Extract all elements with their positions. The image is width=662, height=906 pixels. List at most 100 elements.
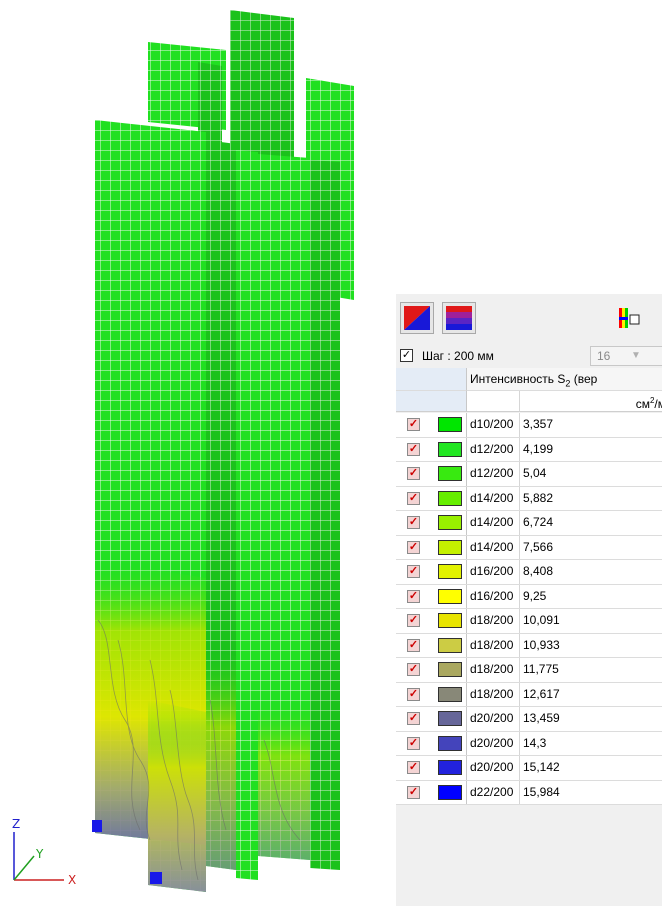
- step-label: Шаг : 200 мм: [422, 349, 494, 363]
- color-swatch[interactable]: [438, 466, 462, 481]
- rebar-name: d18/200: [467, 658, 520, 682]
- axis-x-label: X: [68, 873, 76, 887]
- color-swatch[interactable]: [438, 539, 462, 555]
- color-scale-panel: ✓ Шаг : 200 мм 16 ▼ Интенсивность S2 (ве…: [396, 294, 662, 906]
- row-visible-checkbox[interactable]: ✓: [407, 540, 420, 554]
- intensity-value: 3,357: [523, 417, 554, 431]
- row-visible-checkbox[interactable]: ✓: [407, 663, 420, 676]
- color-swatch[interactable]: [438, 735, 462, 751]
- color-swatch[interactable]: [438, 686, 462, 702]
- rebar-name: d12/200: [467, 437, 520, 461]
- model-viewport[interactable]: [0, 0, 396, 906]
- color-swatch[interactable]: [438, 490, 462, 506]
- intensity-value: 15,142: [523, 760, 560, 774]
- color-swatch[interactable]: [438, 441, 462, 457]
- rebar-name: d18/200: [467, 682, 520, 706]
- intensity-value: 4,199: [523, 441, 554, 456]
- palette-button[interactable]: [614, 302, 644, 334]
- header-intensity: Интенсивность S2 (вер: [467, 368, 662, 391]
- rebar-name: d14/200: [467, 535, 520, 559]
- rebar-name: d20/200: [467, 731, 520, 755]
- row-visible-checkbox[interactable]: ✓: [407, 491, 420, 505]
- row-visible-checkbox[interactable]: ✓: [407, 589, 420, 603]
- rebar-name: d18/200: [467, 633, 520, 657]
- coordinate-axes: Z Y X: [12, 817, 76, 887]
- row-visible-checkbox[interactable]: ✓: [407, 736, 420, 750]
- header-name-col: [467, 391, 520, 412]
- rebar-name: d20/200: [467, 756, 520, 780]
- rebar-name: d20/200: [467, 707, 520, 731]
- intensity-value: 6,724: [523, 515, 554, 529]
- step-checkbox[interactable]: ✓: [400, 349, 413, 362]
- row-visible-checkbox[interactable]: ✓: [407, 761, 420, 774]
- intensity-value: 8,408: [523, 564, 554, 578]
- header-corner-2: [396, 391, 467, 412]
- intensity-value: 15,984: [523, 784, 560, 799]
- color-swatch[interactable]: [438, 417, 462, 432]
- color-swatch[interactable]: [438, 662, 462, 677]
- rebar-name: d22/200: [467, 780, 520, 804]
- step-row: ✓ Шаг : 200 мм 16 ▼: [400, 346, 662, 366]
- row-visible-checkbox[interactable]: ✓: [407, 687, 420, 701]
- intensity-value: 10,091: [523, 613, 560, 627]
- row-visible-checkbox[interactable]: ✓: [407, 785, 420, 799]
- row-visible-checkbox[interactable]: ✓: [407, 467, 420, 480]
- step-count-select[interactable]: 16 ▼: [590, 346, 662, 366]
- rebar-name: d16/200: [467, 560, 520, 584]
- header-corner: [396, 368, 467, 391]
- intensity-value: 14,3: [523, 735, 547, 750]
- rebar-name: d10/200: [467, 413, 520, 437]
- row-visible-checkbox[interactable]: ✓: [407, 614, 420, 627]
- axis-y-label: Y: [35, 847, 44, 861]
- rebar-name: d16/200: [467, 584, 520, 608]
- color-swatch[interactable]: [438, 760, 462, 775]
- rebar-name: d14/200: [467, 511, 520, 535]
- row-visible-checkbox[interactable]: ✓: [407, 442, 420, 456]
- intensity-value: 9,25: [523, 588, 547, 603]
- color-swatch[interactable]: [438, 515, 462, 530]
- color-swatch[interactable]: [438, 637, 462, 653]
- color-swatch[interactable]: [438, 588, 462, 604]
- scale-red-blue-button[interactable]: [400, 302, 434, 334]
- intensity-value: 5,04: [523, 466, 547, 480]
- row-visible-checkbox[interactable]: ✓: [407, 565, 420, 578]
- intensity-value: 5,882: [523, 490, 554, 505]
- step-count-value: 16: [597, 349, 611, 363]
- building-model: [92, 10, 354, 892]
- color-swatch[interactable]: [438, 564, 462, 579]
- intensity-value: 7,566: [523, 539, 554, 554]
- color-swatch[interactable]: [438, 613, 462, 628]
- intensity-value: 12,617: [523, 686, 560, 701]
- row-visible-checkbox[interactable]: ✓: [407, 418, 420, 431]
- row-visible-checkbox[interactable]: ✓: [407, 638, 420, 652]
- palette-icon: [619, 308, 640, 328]
- chevron-down-icon: ▼: [631, 350, 641, 361]
- row-visible-checkbox[interactable]: ✓: [407, 516, 420, 529]
- axis-z-label: Z: [12, 817, 20, 831]
- color-swatch[interactable]: [438, 711, 462, 726]
- intensity-value: 10,933: [523, 637, 560, 652]
- gradient-scale-icon: [446, 306, 472, 330]
- row-visible-checkbox[interactable]: ✓: [407, 712, 420, 725]
- rebar-name: d12/200: [467, 462, 520, 486]
- color-swatch[interactable]: [438, 784, 462, 800]
- scale-gradient-button[interactable]: [442, 302, 476, 334]
- intensity-value: 13,459: [523, 711, 560, 725]
